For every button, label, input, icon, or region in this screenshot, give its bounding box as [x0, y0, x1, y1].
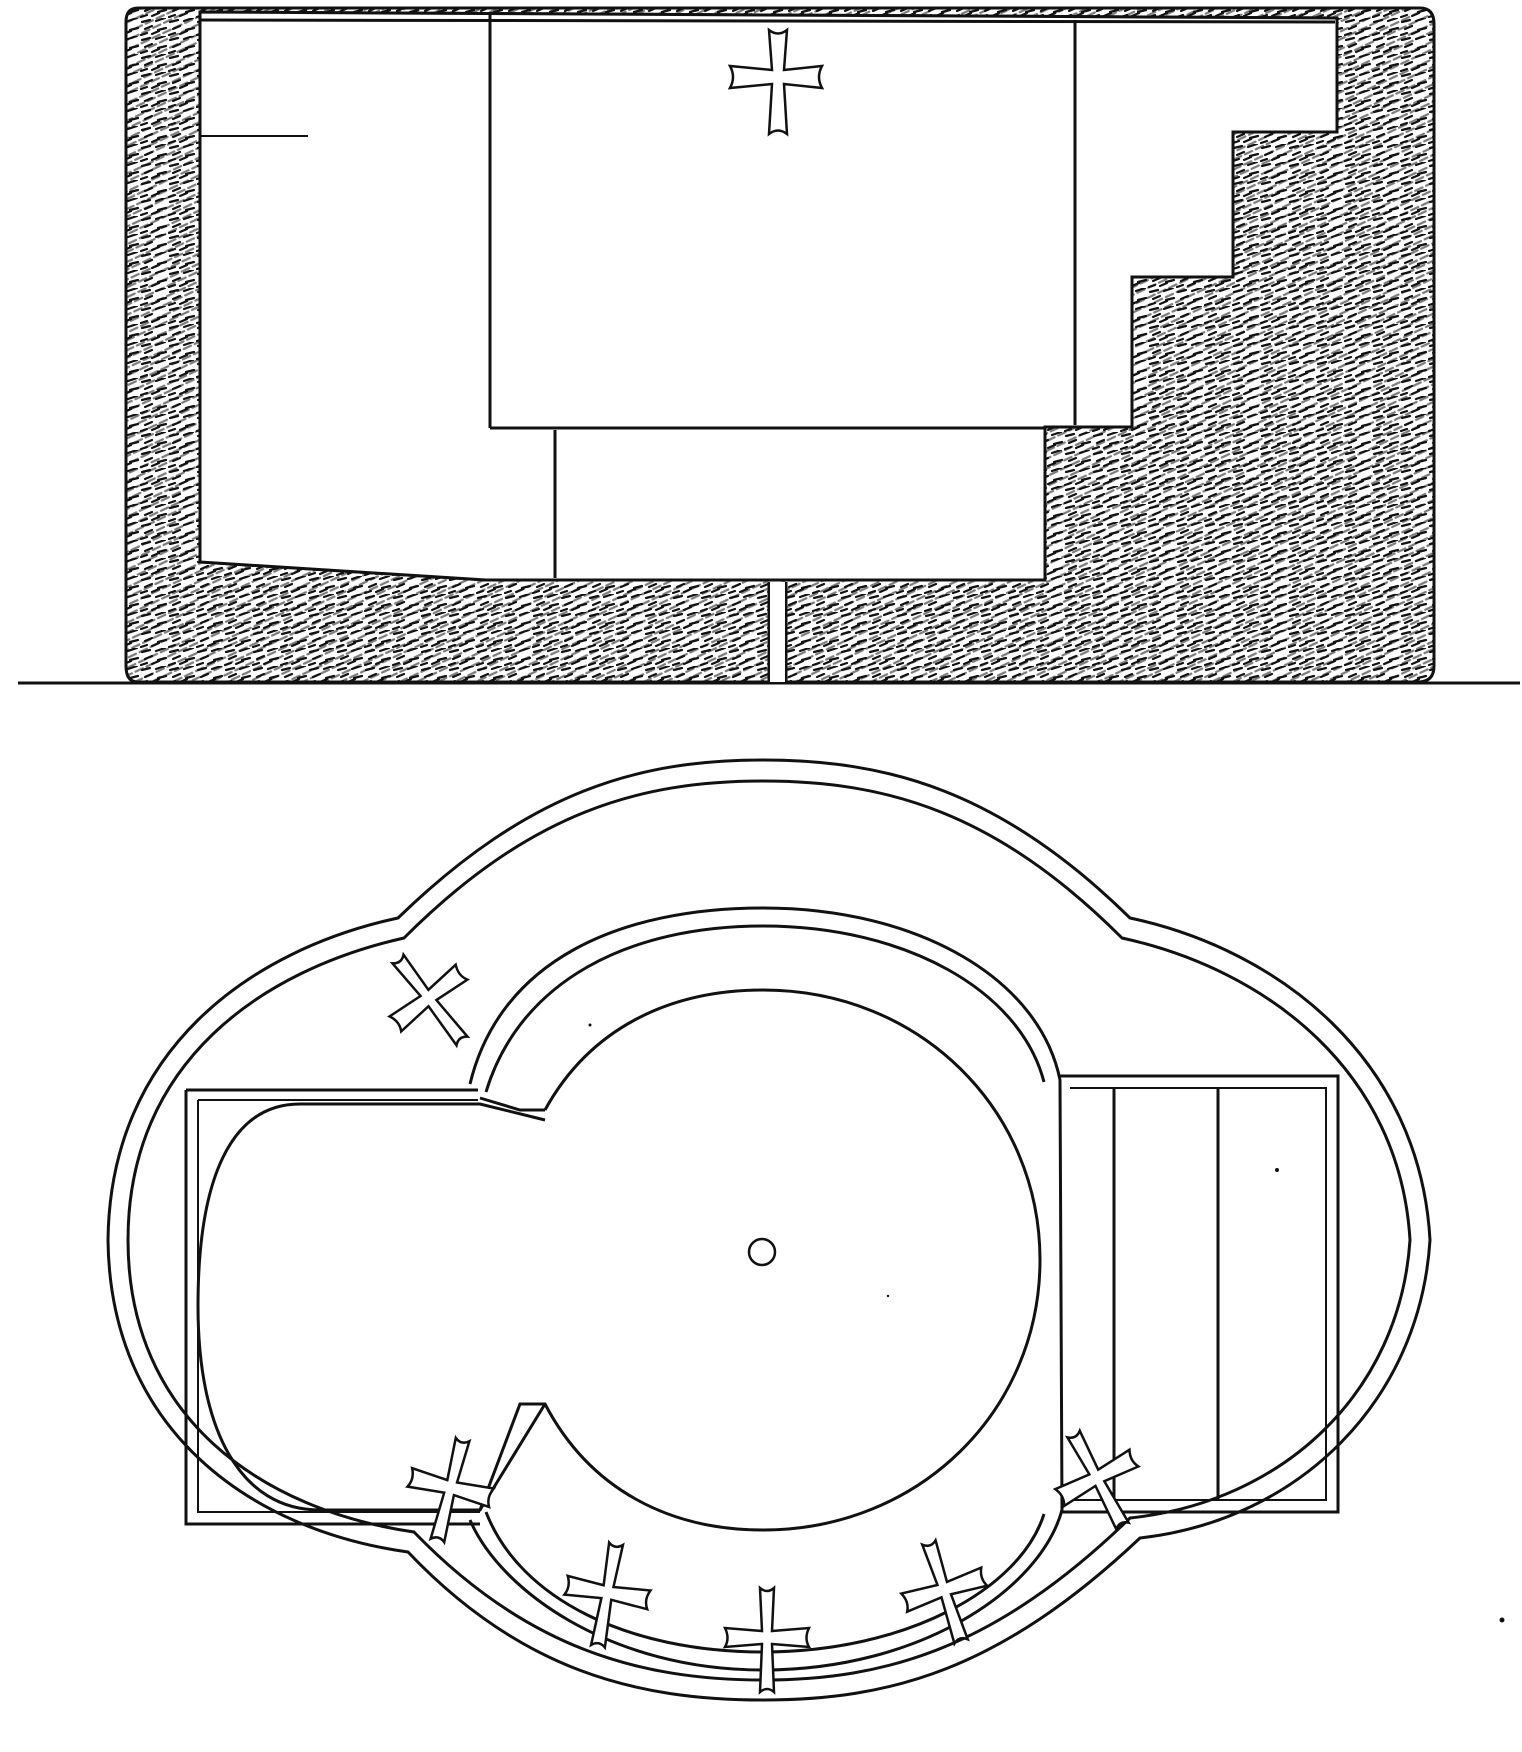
center-drain: [747, 1237, 777, 1267]
cross-icon: [722, 1585, 812, 1695]
cross-icon: [1052, 1427, 1142, 1533]
cross-icon: [561, 1539, 653, 1651]
plan-view: [106, 758, 1432, 1726]
inner-rim: [126, 779, 1412, 1682]
drain-channel: [767, 582, 788, 684]
cross-icon: [405, 1434, 497, 1546]
paper-specks: [588, 1023, 1505, 1623]
left-recess: [184, 1086, 520, 1726]
cross-icon: [727, 27, 825, 137]
cross-icon: [386, 951, 471, 1049]
outer-rim: [106, 758, 1432, 1702]
section-view: [18, 6, 1520, 685]
cross-icon: [898, 1537, 990, 1647]
basin-ring: [468, 906, 1064, 1672]
basin-circle: [478, 988, 1042, 1532]
